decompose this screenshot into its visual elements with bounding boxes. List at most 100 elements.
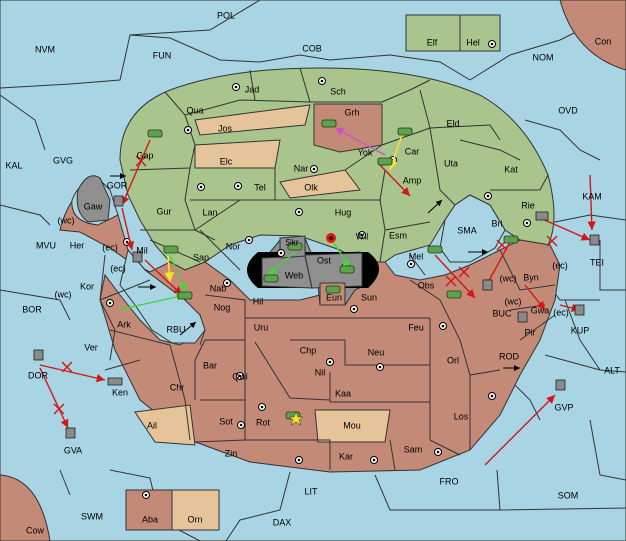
- fleet-icon[interactable]: [517, 311, 528, 323]
- label-cow: Cow: [26, 525, 45, 535]
- label-pol: POL: [217, 10, 235, 20]
- label-sch: Sch: [330, 86, 346, 96]
- label-som: SOM: [558, 490, 579, 500]
- label-kup: KUP: [571, 325, 590, 335]
- label-obs: Obs: [418, 280, 435, 290]
- label-nvm: NVM: [35, 44, 55, 54]
- supply-centers: [106, 40, 531, 499]
- label-mvu: MVU: [36, 240, 56, 250]
- label-buc: BUC: [492, 308, 512, 318]
- label-byn-wc: (wc): [500, 273, 517, 283]
- army-icon[interactable]: [446, 290, 462, 299]
- support-arrow: [117, 292, 186, 311]
- label-kal: KAL: [5, 160, 22, 170]
- supply-center-icon: [439, 322, 447, 330]
- label-sot: Sot: [219, 416, 233, 426]
- label-sma: SMA: [457, 225, 477, 235]
- label-ken: Ken: [112, 387, 128, 397]
- label-los: Los: [454, 411, 469, 421]
- label-nar: Nar: [294, 163, 309, 173]
- label-elc: Elc: [220, 156, 233, 166]
- province-elc[interactable]: [194, 139, 281, 169]
- province-jos[interactable]: [194, 104, 311, 136]
- label-con: Con: [595, 36, 612, 46]
- label-uta: Uta: [444, 158, 458, 168]
- label-swm: SWM: [81, 511, 103, 521]
- fleet-icon[interactable]: [107, 377, 123, 386]
- label-esm: Esm: [389, 230, 407, 240]
- army-icon[interactable]: [325, 285, 341, 294]
- army-icon[interactable]: [321, 119, 337, 128]
- province-mou[interactable]: [314, 409, 391, 443]
- army-icon[interactable]: [427, 245, 443, 254]
- sea-sma[interactable]: [439, 194, 506, 263]
- fleet-icon[interactable]: [535, 211, 549, 221]
- label-hil: Hil: [253, 296, 264, 306]
- label-wil: Wil: [356, 231, 369, 241]
- order-arrows: [39, 127, 596, 466]
- label-gva: GVA: [64, 445, 82, 455]
- label-mil-ec: (ec): [110, 263, 126, 273]
- supply-center-icon: [488, 392, 496, 400]
- label-mou: Mou: [343, 420, 361, 430]
- army-icon[interactable]: [339, 265, 355, 274]
- label-bri: Bri: [492, 218, 503, 228]
- army-icon[interactable]: [263, 274, 279, 283]
- fleet-icon[interactable]: [113, 195, 124, 207]
- label-orl: Orl: [447, 355, 459, 365]
- label-kor-wc: (wc): [55, 289, 72, 299]
- label-grh: Grh: [344, 107, 359, 117]
- province-ail[interactable]: [134, 404, 196, 446]
- label-hel: Hel: [466, 37, 480, 47]
- province-olk[interactable]: [279, 169, 361, 199]
- army-icon[interactable]: [503, 235, 519, 244]
- move-arrow: [39, 367, 69, 429]
- army-icon[interactable]: [287, 242, 303, 251]
- province-grh[interactable]: [313, 103, 383, 153]
- label-kam: KAM: [582, 191, 602, 201]
- fleet-icon[interactable]: [482, 279, 493, 291]
- supply-center-icon: [234, 182, 242, 190]
- move-arrow: [379, 164, 411, 197]
- supply-center-icon: [484, 192, 492, 200]
- fleet-icon[interactable]: [65, 427, 76, 439]
- fleet-icon[interactable]: [555, 379, 566, 391]
- label-orn: Orn: [187, 514, 202, 524]
- label-aba: Aba: [142, 514, 158, 524]
- label-rie: Rie: [521, 200, 535, 210]
- support-arrow: [334, 127, 386, 156]
- army-icon[interactable]: [397, 127, 413, 136]
- fleet-icon[interactable]: [33, 349, 44, 361]
- army-icon[interactable]: [163, 245, 179, 254]
- label-cob: COB: [302, 43, 322, 53]
- label-nog: Nog: [214, 302, 231, 312]
- label-fun: FUN: [153, 50, 172, 60]
- province-orn[interactable]: [171, 489, 220, 531]
- build-star-icon: [288, 411, 304, 426]
- supply-center-icon: [277, 249, 285, 257]
- label-qua: Qua: [186, 105, 203, 115]
- label-eld: Eld: [446, 118, 459, 128]
- sea-rbu[interactable]: [119, 248, 206, 344]
- fleet-icon[interactable]: [574, 304, 585, 316]
- province-gaw[interactable]: [76, 175, 111, 223]
- label-jos: Jos: [218, 123, 233, 133]
- move-arrow: [587, 174, 596, 231]
- army-icon[interactable]: [147, 129, 163, 138]
- label-gwa: Gwa: [531, 305, 550, 315]
- fleet-icon[interactable]: [589, 234, 600, 246]
- label-ark: Ark: [117, 319, 131, 329]
- supply-center-icon: [106, 299, 114, 307]
- label-dor: DOR: [28, 370, 49, 380]
- label-gaw-wc: (wc): [58, 215, 75, 225]
- fleet-icon[interactable]: [132, 251, 143, 263]
- double-arrow-icon: [427, 199, 443, 214]
- label-web: Web: [285, 270, 303, 280]
- label-rbu: RBU: [166, 324, 185, 334]
- supply-center-icon: [350, 305, 358, 313]
- army-icon[interactable]: [177, 291, 193, 300]
- supply-center-icon: [376, 363, 384, 371]
- label-sun: Sun: [361, 292, 377, 302]
- army-icon[interactable]: [377, 157, 393, 166]
